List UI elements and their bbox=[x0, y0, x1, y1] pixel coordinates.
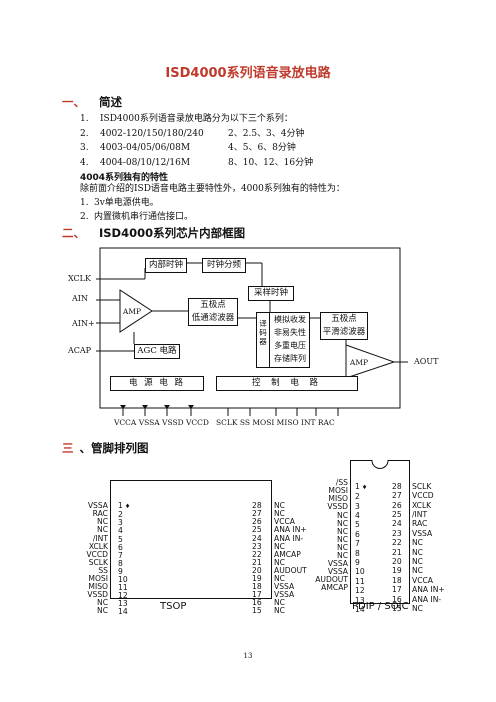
aout-label: AOUT bbox=[414, 357, 439, 366]
pin1-marker: ♦ bbox=[124, 503, 131, 511]
page-number: 13 bbox=[243, 652, 253, 660]
memory-array-block: 译码器 模拟收发非易失性多重电压存储阵列 bbox=[256, 312, 310, 368]
pdip-label: PDIP / SOIC bbox=[352, 601, 409, 612]
ain-plus-label: AIN+ bbox=[72, 319, 95, 328]
ain-label: AIN bbox=[72, 294, 88, 303]
array-labels: 模拟收发非易失性多重电压存储阵列 bbox=[274, 315, 306, 363]
section2-num: 二、 bbox=[62, 226, 85, 240]
series-list: 1.ISD4000系列语音录放电路分为以下三个系列： 2.4002-120/15… bbox=[80, 112, 313, 170]
decoder-label: 译码器 bbox=[259, 319, 267, 346]
page-title: ISD4000系列语音录放电路 bbox=[165, 66, 331, 81]
internal-clock-block: 内部时钟 bbox=[145, 258, 187, 273]
section2-heading: 二、 ISD4000系列芯片内部框图 bbox=[62, 225, 245, 241]
list-item: 1.ISD4000系列语音录放电路分为以下三个系列： bbox=[80, 114, 293, 124]
list-item: 2.内置微机串行通信接口。 bbox=[80, 211, 194, 222]
control-circuit-block: 控 制 电 路 bbox=[216, 376, 358, 391]
sample-clock-block: 采样时钟 bbox=[248, 286, 294, 301]
section1-heading: 一、简述 bbox=[62, 94, 122, 110]
power-circuit-block: 电 源 电 路 bbox=[110, 376, 204, 391]
section3-title: 、管脚排列图 bbox=[79, 441, 149, 455]
amp1-label: AMP bbox=[122, 307, 142, 316]
feature-heading: 4004系列独有的特性 bbox=[80, 173, 169, 183]
feature-list: 1.3v单电源供电。 2.内置微机串行通信接口。 bbox=[80, 197, 193, 224]
list-item: 1.3v单电源供电。 bbox=[80, 198, 159, 208]
amp2-label: AMP bbox=[349, 358, 369, 367]
pdip-body bbox=[350, 460, 410, 604]
section1-num: 一、 bbox=[62, 95, 85, 109]
section3-num: 三 bbox=[62, 441, 74, 455]
control-pins-label: SCLK SS MOSI MISO INT RAC bbox=[216, 418, 335, 427]
agc-block: AGC 电路 bbox=[134, 344, 180, 359]
lowpass-filter-block: 五极点低通滤波器 bbox=[188, 298, 238, 326]
section3-heading: 三、管脚排列图 bbox=[62, 440, 149, 456]
xclk-label: XCLK bbox=[68, 274, 91, 283]
tsop-label: TSOP bbox=[160, 601, 187, 612]
acap-label: ACAP bbox=[68, 346, 92, 355]
smoothing-filter-block: 五极点平滑滤波器 bbox=[320, 312, 368, 340]
clock-divider-block: 时钟分频 bbox=[202, 258, 246, 273]
tsop-body bbox=[110, 480, 272, 599]
pin1-marker: ♦ bbox=[361, 483, 368, 491]
power-pins-label: VCCA VSSA VSSD VCCD bbox=[114, 418, 209, 427]
section2-title: ISD4000系列芯片内部框图 bbox=[99, 226, 246, 240]
feature-intro: 除前面介绍的ISD语音电路主要特性外，4000系列独有的特性为： bbox=[80, 184, 345, 194]
section1-title: 简述 bbox=[99, 95, 122, 109]
